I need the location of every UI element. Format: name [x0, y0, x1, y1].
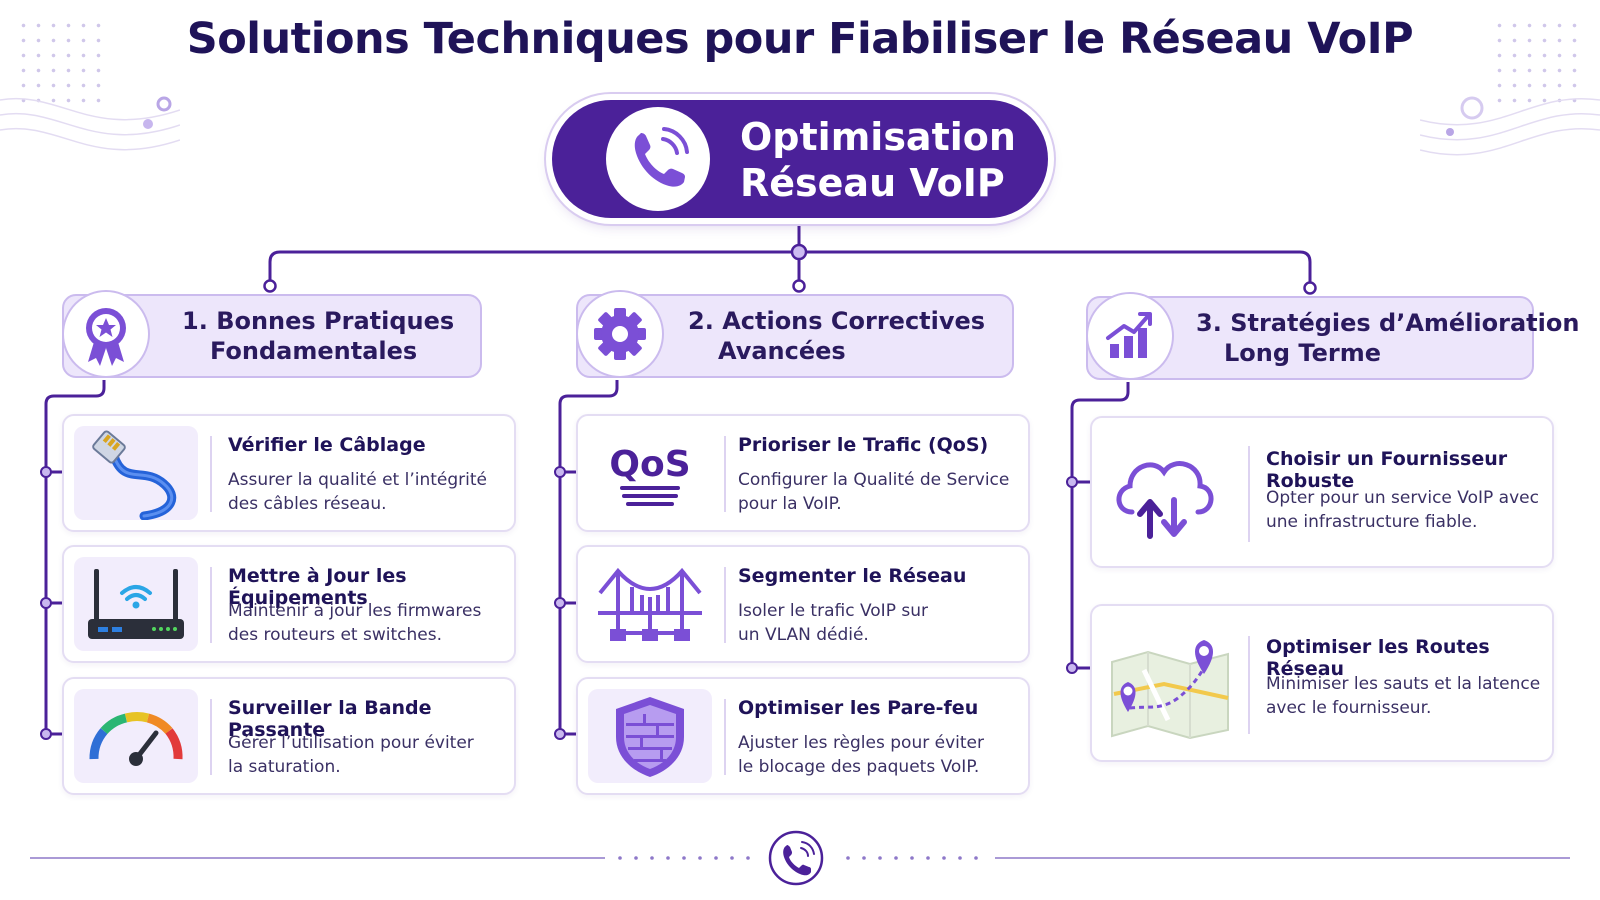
column-title-line1: Actions Correctives — [722, 307, 986, 335]
card-icon-box — [74, 689, 198, 783]
card-desc-line2: la saturation. — [228, 757, 341, 777]
route-map-icon — [1111, 640, 1229, 740]
card-desc-line2: des câbles réseau. — [228, 494, 387, 514]
decor-dots-right — [1492, 18, 1582, 108]
card-divider — [724, 567, 726, 643]
card-bandwidth: Surveiller la Bande Passante Gérer l’uti… — [62, 677, 516, 795]
card-description: Assurer la qualité et l’intégrité des câ… — [228, 468, 487, 516]
card-divider — [210, 567, 212, 643]
card-desc-line1: Opter pour un service VoIP avec — [1266, 488, 1539, 508]
column-badge-2 — [576, 290, 664, 378]
card-desc-line1: Isoler le trafic VoIP sur — [738, 601, 928, 621]
card-desc-line2: des routeurs et switches. — [228, 625, 442, 645]
growth-chart-icon — [1106, 312, 1152, 358]
ethernet-cable-icon — [92, 430, 177, 521]
card-desc-line1: Maintenir à jour les firmwares — [228, 601, 482, 621]
column-title-3: 3. Stratégies d’Amélioration Long Terme — [1196, 308, 1579, 368]
column-badge-3 — [1086, 292, 1174, 380]
cloud-transfer-icon — [1116, 461, 1214, 539]
column-title-line1: Bonnes Pratiques — [216, 307, 455, 335]
card-desc-line1: Minimiser les sauts et la latence — [1266, 674, 1541, 694]
speedometer-icon — [89, 712, 183, 766]
card-icon-box — [74, 557, 198, 651]
card-segment: Segmenter le Réseau Isoler le trafic VoI… — [576, 545, 1030, 663]
card-desc-line2: pour la VoIP. — [738, 494, 842, 514]
card-qos: QoS Prioriser le Trafic (QoS) Configurer… — [576, 414, 1030, 532]
card-desc-line2: une infrastructure fiable. — [1266, 512, 1478, 532]
card-icon-box — [588, 689, 712, 783]
decor-waves-right — [1420, 96, 1600, 156]
card-icon-box — [74, 426, 198, 521]
column-title-2: 2. Actions Correctives Avancées — [688, 306, 985, 366]
card-divider — [1248, 636, 1250, 734]
phone-wave-icon — [634, 127, 689, 187]
card-desc-line2: le blocage des paquets VoIP. — [738, 757, 980, 777]
card-divider — [724, 436, 726, 512]
card-title: Surveiller la Bande Passante — [228, 697, 432, 741]
column-badge-1 — [62, 290, 150, 378]
gear-icon — [594, 308, 646, 360]
column-number: 2. — [688, 307, 714, 335]
column-title-1: 1. Bonnes Pratiques Fondamentales — [182, 306, 454, 366]
column-title-line2: Avancées — [718, 337, 846, 365]
column-number: 3. — [1196, 309, 1222, 337]
card-title: Mettre à Jour les Équipements — [228, 565, 407, 609]
card-icon-box: QoS — [588, 426, 712, 520]
card-title: Optimiser les Routes Réseau — [1266, 636, 1490, 680]
card-icon-box — [1102, 436, 1226, 546]
card-description: Isoler le trafic VoIP sur un VLAN dédié. — [738, 599, 928, 647]
hub-icon-circle — [606, 107, 710, 211]
hub-node: Optimisation Réseau VoIP — [552, 100, 1048, 218]
card-firewall: Optimiser les Pare-feu Ajuster les règle… — [576, 677, 1030, 795]
network-bridge-icon — [598, 567, 702, 641]
page-title: Solutions Techniques pour Fiabiliser le … — [186, 14, 1414, 64]
qos-icon-text: QoS — [609, 444, 690, 485]
card-description: Configurer la Qualité de Service pour la… — [738, 468, 1009, 516]
card-description: Maintenir à jour les firmwares des route… — [228, 599, 481, 647]
hub-label-line2: Réseau VoIP — [740, 161, 1005, 205]
card-title: Prioriser le Trafic (QoS) — [738, 434, 989, 456]
decor-waves-left — [0, 96, 180, 151]
column-title-line1: Stratégies d’Amélioration — [1230, 309, 1580, 337]
card-divider — [210, 436, 212, 512]
card-desc-line1: Ajuster les règles pour éviter — [738, 733, 984, 753]
column-title-line2: Fondamentales — [210, 337, 418, 365]
card-divider — [724, 699, 726, 775]
hub-label-line1: Optimisation — [740, 115, 1016, 159]
firewall-shield-icon — [616, 697, 684, 777]
column-number: 1. — [182, 307, 208, 335]
award-ribbon-icon — [86, 308, 126, 366]
card-title: Optimiser les Pare-feu — [738, 697, 979, 719]
card-description: Minimiser les sauts et la latence avec l… — [1266, 672, 1540, 720]
card-icon-box — [588, 557, 712, 651]
card-divider — [210, 699, 212, 775]
card-description: Gérer l’utilisation pour éviter la satur… — [228, 731, 474, 779]
qos-icon: QoS — [609, 444, 691, 506]
footer-phone-icon — [783, 841, 815, 876]
card-desc-line1: Configurer la Qualité de Service — [738, 470, 1010, 490]
hub-label: Optimisation Réseau VoIP — [740, 114, 1040, 206]
card-title: Choisir un Fournisseur Robuste — [1266, 448, 1508, 492]
card-equipment: Mettre à Jour les Équipements Maintenir … — [62, 545, 516, 663]
card-routes: Optimiser les Routes Réseau Minimiser le… — [1090, 604, 1554, 762]
card-cabling: Vérifier le Câblage Assurer la qualité e… — [62, 414, 516, 532]
card-title: Vérifier le Câblage — [228, 434, 426, 456]
router-icon — [88, 569, 184, 639]
card-desc-line2: un VLAN dédié. — [738, 625, 869, 645]
footer-divider — [30, 830, 1570, 886]
card-description: Ajuster les règles pour éviter le blocag… — [738, 731, 984, 779]
card-desc-line2: avec le fournisseur. — [1266, 698, 1432, 718]
card-title: Segmenter le Réseau — [738, 565, 967, 587]
card-provider: Choisir un Fournisseur Robuste Opter pou… — [1090, 416, 1554, 568]
card-desc-line1: Gérer l’utilisation pour éviter — [228, 733, 474, 753]
card-desc-line1: Assurer la qualité et l’intégrité — [228, 470, 487, 490]
decor-dots-left — [16, 18, 106, 108]
card-icon-box — [1104, 624, 1236, 744]
card-description: Opter pour un service VoIP avec une infr… — [1266, 486, 1539, 534]
column-title-line2: Long Terme — [1224, 339, 1381, 367]
card-divider — [1248, 446, 1250, 542]
